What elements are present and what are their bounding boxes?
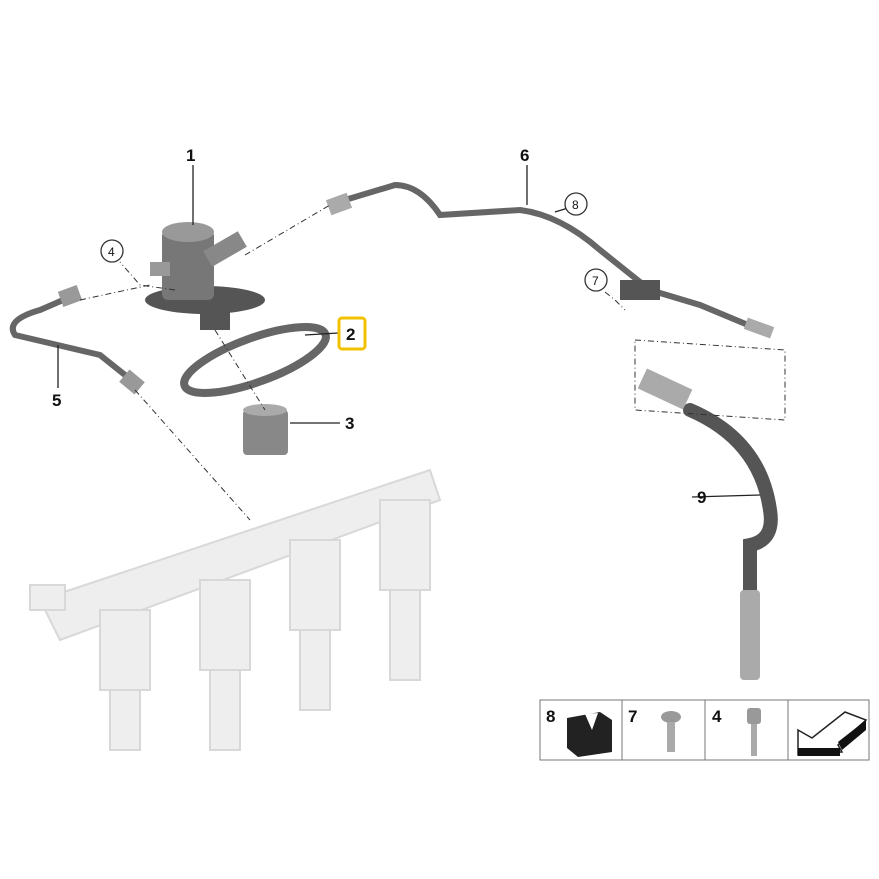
clip-icon	[567, 712, 612, 757]
legend-number-4: 4	[712, 707, 722, 726]
legend-number-7: 7	[628, 707, 637, 726]
callout-2-highlight	[337, 316, 367, 351]
roller-tappet	[243, 404, 288, 455]
bolt-icon	[747, 708, 761, 756]
high-pressure-pump	[145, 222, 265, 330]
fuel-rail-ghost	[29, 468, 442, 751]
fuel-line-6	[342, 181, 763, 333]
fuel-line-5	[9, 294, 138, 386]
callout-4: 4	[108, 245, 115, 259]
callout-8: 8	[572, 198, 579, 212]
callout-7: 7	[592, 274, 599, 288]
legend-number-8: 8	[546, 707, 555, 726]
fuel-hose-9	[683, 403, 778, 607]
callout-3: 3	[345, 414, 354, 433]
callout-1: 1	[186, 146, 195, 165]
callout-2[interactable]: 2	[346, 325, 355, 344]
callout-6: 6	[520, 146, 529, 165]
screw-icon	[661, 711, 681, 752]
callout-5: 5	[52, 391, 61, 410]
callout-9: 9	[697, 488, 706, 507]
direction-arrow-icon	[797, 711, 868, 756]
parts-legend: 8 7 4	[539, 699, 870, 761]
